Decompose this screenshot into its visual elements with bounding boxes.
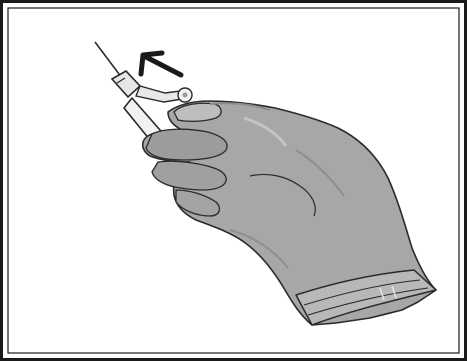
illustration-svg — [0, 0, 467, 361]
illustration-panel — [0, 0, 467, 361]
